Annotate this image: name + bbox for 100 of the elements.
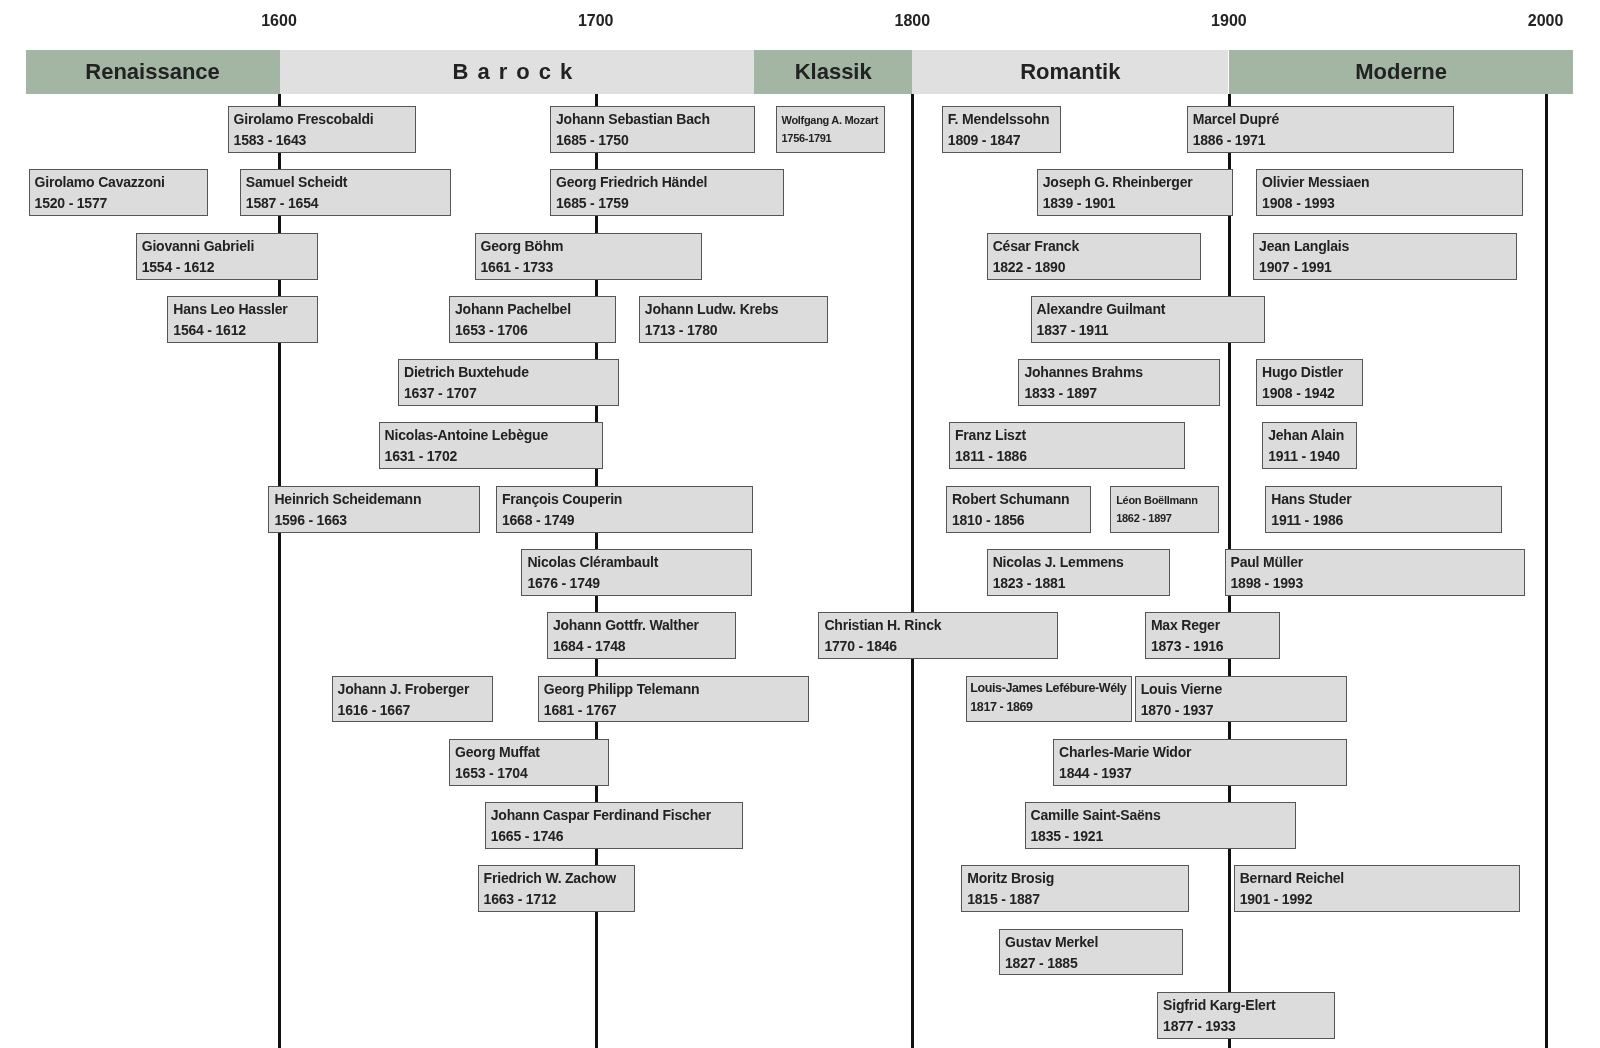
life-dates: 1681 - 1767 [543,700,618,720]
period-band: Barock [279,50,755,94]
composer-box [986,549,1171,596]
life-dates: 1684 - 1748 [552,637,627,657]
composer-name: Christian H. Rinck [824,616,943,636]
composer-name: Moritz Brosig [967,869,1056,889]
composer-name: Sigfrid Karg-Elert [1163,995,1277,1015]
life-dates: 1676 - 1749 [527,574,601,593]
composer-name: François Couperin [501,489,624,509]
composer-box [1134,675,1347,723]
composer-box [268,485,480,533]
life-dates: 1815 - 1887 [967,890,1041,910]
composer-name: Olivier Messiaen [1262,173,1371,193]
life-dates: 1886 - 1971 [1192,131,1267,151]
composer-box [941,106,1062,153]
composer-name: F. Mendelssohn [947,110,1051,130]
composer-box [1262,422,1358,470]
composer-box [986,232,1201,280]
composer-name: Jean Langlais [1259,236,1351,256]
composer-box [1265,485,1502,533]
composer-box [1030,295,1266,343]
composer-name: Johann Ludw. Krebs [644,299,780,319]
life-dates: 1520 - 1577 [34,194,109,214]
composer-name: Heinrich Scheidemann [274,489,423,509]
composer-box [775,106,885,153]
composer-name: Camille Saint-Saëns [1030,806,1162,825]
period-band: Moderne [1228,50,1574,94]
composer-name: Girolamo Frescobaldi [233,110,375,130]
composer-name: Jehan Alain [1268,426,1346,446]
composer-box [1186,106,1454,153]
period-band: Renaissance [25,50,280,94]
composer-box [1053,738,1347,786]
composer-name: Louis-James Lefébure-Wély [970,680,1127,695]
composer-name: Samuel Scheidt [245,173,349,193]
composer-box [546,612,736,660]
composer-box [1018,359,1221,407]
year-tick-label: 1700 [577,12,614,31]
composer-box [1253,232,1518,280]
composer-name: Friedrich W. Zachow [483,869,617,889]
composer-name: Georg Friedrich Händel [556,173,709,193]
composer-name: Max Reger [1150,616,1221,636]
life-dates: 1685 - 1750 [556,131,630,151]
life-dates: 1908 - 1993 [1262,194,1336,214]
composer-box [398,359,620,407]
composer-box [537,675,810,723]
composer-name: Georg Böhm [480,236,565,256]
life-dates: 1668 - 1749 [501,510,576,530]
composer-box [1233,865,1521,913]
composer-box [1256,359,1364,407]
life-dates: 1756-1791 [781,132,832,145]
life-dates: 1911 - 1940 [1268,447,1341,467]
life-dates: 1583 - 1643 [233,131,308,151]
year-tick-label: 2000 [1527,12,1564,31]
composer-box [28,169,209,217]
composer-box [818,612,1059,660]
composer-name: Charles-Marie Widor [1059,742,1193,762]
life-dates: 1862 - 1897 [1116,510,1173,526]
composer-name: César Franck [992,236,1080,256]
life-dates: 1907 - 1991 [1259,257,1333,277]
life-dates: 1661 - 1733 [480,257,555,277]
composer-box [550,106,756,153]
composer-name: Louis Vierne [1140,679,1224,699]
composer-box [474,232,703,280]
life-dates: 1822 - 1890 [992,257,1067,277]
composer-name: Nicolas Clérambault [527,553,660,572]
composer-name: Giovanni Gabrieli [141,236,256,256]
composer-box [1144,612,1280,660]
composer-name: Gustav Merkel [1005,932,1100,952]
life-dates: 1770 - 1846 [824,637,898,657]
composer-box [1157,991,1335,1039]
composer-box [1224,549,1525,596]
life-dates: 1901 - 1992 [1239,890,1314,910]
composer-box [239,169,451,217]
life-dates: 1587 - 1654 [245,194,320,214]
composer-name: Léon Boëllmann [1116,492,1199,508]
life-dates: 1596 - 1663 [274,510,348,530]
life-dates: 1653 - 1704 [455,763,529,783]
life-dates: 1877 - 1933 [1163,1016,1237,1036]
life-dates: 1665 - 1746 [490,827,565,846]
composer-box [135,232,319,280]
life-dates: 1653 - 1706 [455,320,529,340]
composer-name: Nicolas-Antoine Lebègue [384,426,549,446]
life-dates: 1637 - 1707 [404,384,478,404]
life-dates: 1837 - 1911 [1036,320,1110,340]
life-dates: 1870 - 1937 [1140,700,1215,720]
life-dates: 1835 - 1921 [1030,827,1105,846]
composer-name: Johann Gottfr. Walther [552,616,700,636]
period-band: Klassik [754,50,913,94]
composer-name: Hugo Distler [1262,363,1344,383]
life-dates: 1833 - 1897 [1024,384,1098,404]
life-dates: 1631 - 1702 [384,447,459,467]
composer-box [949,422,1185,470]
composer-name: Georg Philipp Telemann [543,679,701,699]
life-dates: 1554 - 1612 [141,257,216,277]
composer-name: Johann Caspar Ferdinand Fischer [490,806,712,825]
composer-name: Johann Sebastian Bach [556,110,711,130]
composer-box [477,865,635,913]
composer-name: Alexandre Guilmant [1036,299,1167,319]
year-tick-label: 1800 [894,12,931,31]
composer-name: Nicolas J. Lemmens [992,553,1125,572]
